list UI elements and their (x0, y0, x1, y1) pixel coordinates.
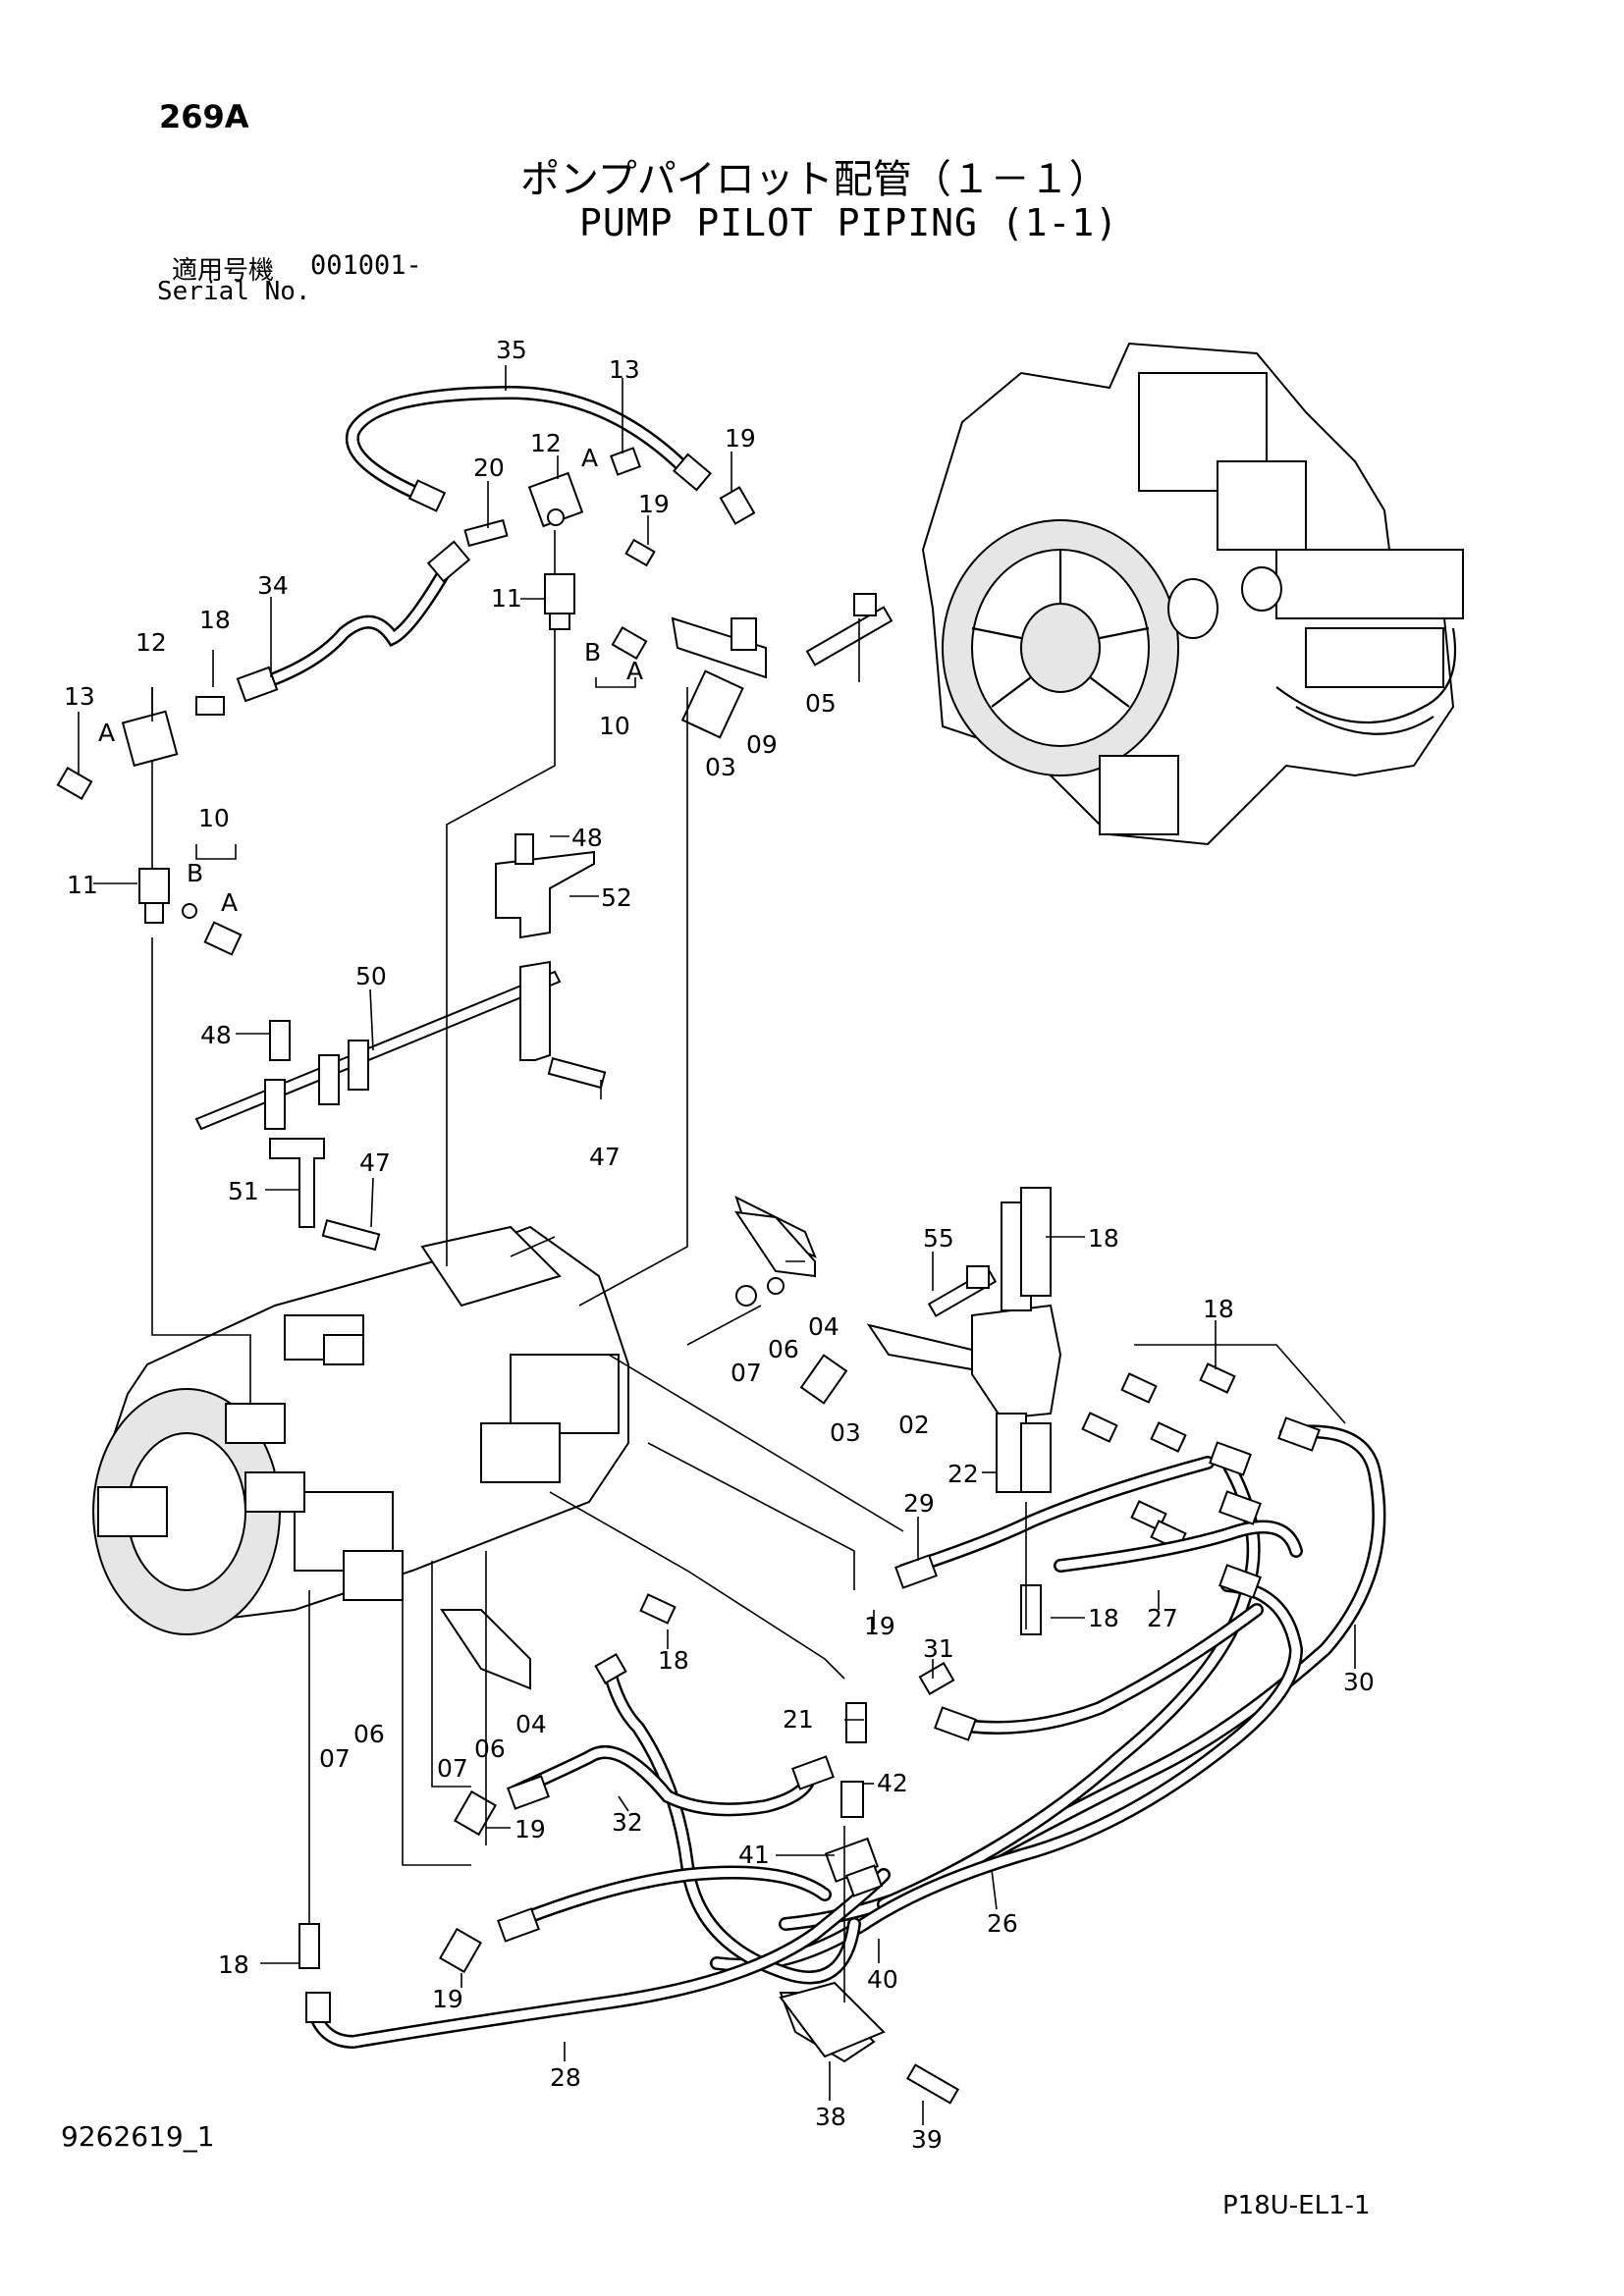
callout-03: 03 (830, 1418, 861, 1447)
callout-47: 47 (359, 1148, 391, 1177)
callout-02: 02 (898, 1411, 930, 1439)
page-code: 269A (159, 98, 249, 135)
callout-48: 48 (200, 1021, 232, 1049)
callout-47: 47 (589, 1143, 621, 1171)
callout-20: 20 (473, 454, 505, 482)
callout-06: 06 (353, 1720, 385, 1748)
callout-18: 18 (1088, 1224, 1119, 1253)
callout-41: 41 (738, 1841, 770, 1869)
engine-assembly-illustration (921, 342, 1464, 846)
callout-22: 22 (947, 1460, 979, 1488)
callout-42: 42 (877, 1769, 908, 1797)
callout-26: 26 (987, 1909, 1018, 1938)
callout-04: 04 (515, 1710, 547, 1738)
serial-label-english: Serial No. (157, 277, 311, 306)
callout-11: 11 (491, 584, 522, 613)
title-english: PUMP PILOT PIPING (1-1) (579, 201, 1119, 244)
callout-07: 07 (731, 1359, 762, 1387)
callout-12: 12 (135, 628, 167, 657)
callout-05: 05 (805, 689, 837, 718)
callout-38: 38 (815, 2103, 846, 2131)
callout-07: 07 (437, 1754, 468, 1783)
callout-18: 18 (1088, 1604, 1119, 1632)
callout-B: B (187, 859, 203, 887)
brackets-50-51-52 (194, 833, 607, 1252)
callout-39: 39 (911, 2125, 943, 2154)
pilot-hose-35 (345, 385, 712, 512)
document-id: 9262619_1 (61, 2120, 215, 2153)
top-fittings (463, 447, 893, 739)
hoses-lower-left (305, 1652, 891, 2050)
callout-52: 52 (601, 883, 632, 912)
serial-value: 001001- (310, 250, 422, 281)
callout-34: 34 (257, 571, 289, 600)
callout-13: 13 (64, 682, 95, 711)
callout-18: 18 (658, 1646, 689, 1675)
callout-27: 27 (1147, 1604, 1178, 1632)
callout-07: 07 (319, 1744, 351, 1773)
callout-19: 19 (514, 1815, 546, 1843)
callout-06: 06 (474, 1735, 506, 1763)
callout-31: 31 (923, 1634, 954, 1663)
callout-19: 19 (432, 1985, 463, 2013)
callout-10: 10 (198, 804, 230, 832)
callout-A: A (626, 657, 643, 685)
clamps-38-40-41 (779, 1837, 886, 2058)
callout-19: 19 (638, 490, 670, 518)
callout-55: 55 (923, 1224, 954, 1253)
callout-18: 18 (218, 1950, 249, 1979)
callout-09: 09 (746, 730, 778, 759)
callout-03: 03 (705, 753, 736, 781)
callout-A: A (581, 444, 598, 472)
callout-21: 21 (783, 1705, 814, 1734)
callout-29: 29 (903, 1489, 935, 1518)
callout-30: 30 (1343, 1668, 1375, 1696)
callout-28: 28 (550, 2063, 581, 2092)
callout-B: B (584, 638, 601, 667)
callout-18: 18 (199, 606, 231, 634)
callout-13: 13 (609, 355, 640, 384)
callout-A: A (98, 719, 115, 747)
callout-50: 50 (355, 962, 387, 990)
title-japanese: ポンプパイロット配管（１－１） (520, 157, 1109, 202)
pilot-hose-34 (236, 540, 471, 703)
callout-51: 51 (228, 1177, 259, 1205)
callout-A: A (221, 888, 238, 917)
callout-48: 48 (571, 824, 603, 852)
callout-04: 04 (808, 1312, 839, 1341)
callout-35: 35 (496, 336, 527, 364)
callout-19: 19 (725, 424, 756, 453)
serial-label-japanese: 適用号機 (172, 256, 275, 286)
callout-06: 06 (768, 1335, 799, 1363)
sheet-code: P18U-EL1-1 (1222, 2191, 1371, 2220)
callout-leaders (78, 365, 1356, 2125)
callout-labels: 35 13 12 20 19 19 A 11 B A 10 34 18 12 1… (64, 336, 1375, 2154)
callout-40: 40 (867, 1965, 898, 1994)
left-fittings (56, 696, 243, 956)
callout-18: 18 (1203, 1295, 1234, 1323)
callout-11: 11 (67, 871, 98, 899)
callout-12: 12 (530, 429, 562, 457)
hydraulic-pump-illustration (92, 1225, 629, 1635)
callout-19: 19 (864, 1612, 895, 1640)
callout-32: 32 (612, 1808, 643, 1837)
callout-10: 10 (599, 712, 630, 740)
hoses-lower-right (710, 1416, 1386, 1972)
